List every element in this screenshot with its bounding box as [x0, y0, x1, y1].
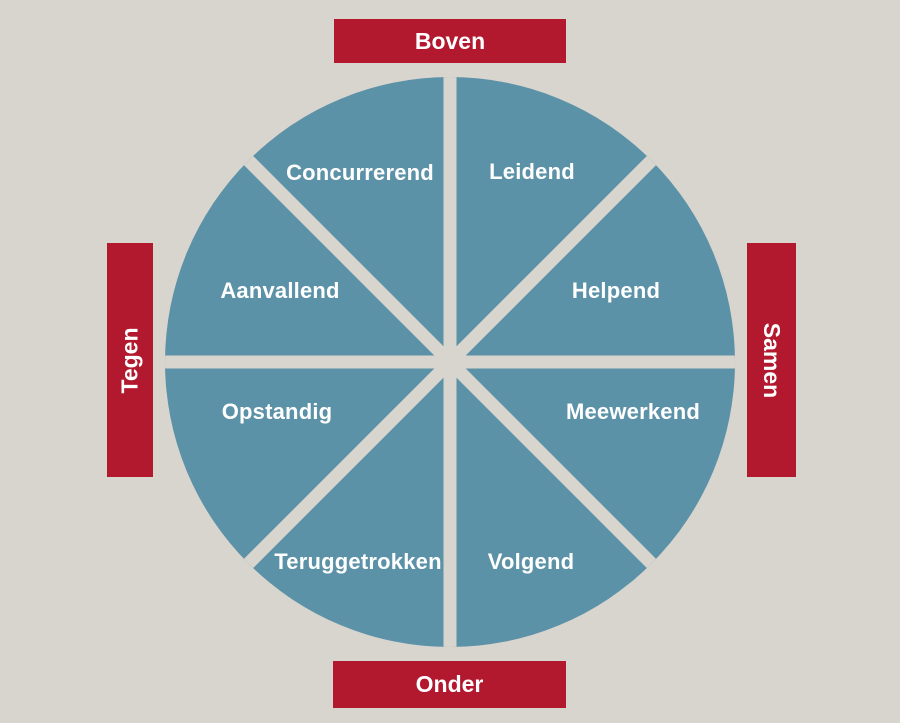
axis-label-onder: Onder [333, 661, 566, 708]
sector-label-concurrerend: Concurrerend [286, 160, 434, 185]
axis-label-tegen-text: Tegen [116, 326, 143, 394]
axis-label-onder-text: Onder [415, 671, 484, 697]
sector-label-aanvallend: Aanvallend [220, 278, 340, 303]
axis-label-samen-text: Samen [759, 322, 785, 398]
axis-label-tegen: Tegen [107, 243, 153, 477]
rose-circle [165, 77, 735, 647]
sector-label-teruggetrokken: Teruggetrokken [274, 549, 442, 574]
axis-label-boven-text: Boven [414, 27, 486, 54]
sector-label-volgend: Volgend [487, 549, 575, 574]
sector-label-leidend: Leidend [489, 159, 575, 184]
axis-label-boven: Boven [334, 19, 566, 63]
sector-label-opstandig: Opstandig [221, 399, 333, 424]
axis-label-samen: Samen [747, 243, 796, 477]
sector-label-helpend: Helpend [571, 278, 661, 303]
sector-label-meewerkend: Meewerkend [565, 399, 701, 424]
